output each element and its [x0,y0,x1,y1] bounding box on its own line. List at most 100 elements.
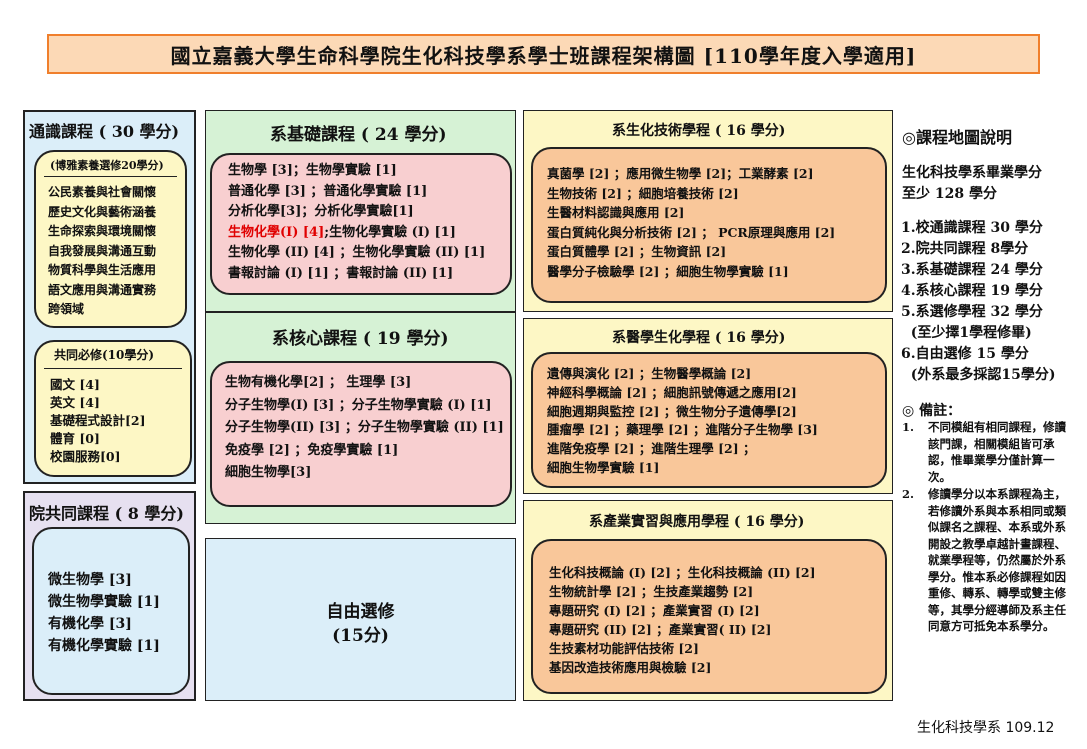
graduation-credits-value: 至少 128 學分 [902,186,997,202]
elective-box-title: (博雅素養選修20學分) [50,159,164,172]
list-item: 英文 [4] [50,395,100,410]
list-item: 有機化學 [3] [48,616,132,632]
notes-title: ◎ 備註： [902,403,962,419]
course-text: ;生物化學實驗 (I) [1] [324,224,456,240]
list-item: 神經科學概論 [2] ；細胞訊號傳遞之應用[2] [547,384,797,400]
list-item: 書報討論 (I) [1] ；書報討論 (II) [1] [228,265,454,281]
list-item: 生命探索與環境關懷 [48,224,157,238]
graduation-credits-label: 生化科技學系畢業學分 [902,165,1042,181]
list-item: 生醫材料認識與應用 [2] [547,205,685,220]
list-item: 生技素材功能評估技術 [2] [549,641,699,656]
industry-program-title: 系產業實習與應用學程 ( 16 學分) [589,514,805,530]
required-box-title: 共同必修(10學分) [54,348,155,362]
list-item: 細胞生物學[3] [225,465,312,480]
list-item: 專題研究 (II) [2] ；產業實習( II) [2] [549,622,772,637]
list-item: 醫學分子檢驗學 [2] ；細胞生物學實驗 [1] [547,263,789,279]
list-item: 2.院共同課程 8學分 [901,241,1029,257]
note-number: 1. [902,420,915,434]
list-item: 1.校通識課程 30 學分 [901,220,1043,236]
list-item: 分析化學[3]；分析化學實驗[1] [228,204,414,219]
list-item: 普通化學 [3] ；普通化學實驗 [1] [228,183,428,199]
college-common-title: 院共同課程 ( 8 學分) [29,504,184,523]
list-item: 國文 [4] [50,377,100,392]
list-item: 自我發展與溝通互動 [48,243,157,258]
list-item: 遺傳與演化 [2] ；生物醫學概論 [2] [547,366,752,381]
list-item: 免疫學 [2] ；免疫學實驗 [1] [225,442,399,458]
list-item: 3.系基礎課程 24 學分 [901,262,1043,278]
list-item: 分子生物學(II) [3] ；分子生物學實驗 (II) [1] [225,420,504,435]
core-course-list: 生物有機化學[2] ； 生理學 [3] 分子生物學(I) [3] ；分子生物學實… [225,372,504,485]
list-item: 校園服務[0] [50,449,121,464]
list-item: 進階免疫學 [2] ；進階生理學 [2] ； [547,441,756,457]
foundation-course-box: 生物學 [3]；生物學實驗 [1] 普通化學 [3] ；普通化學實驗 [1] 分… [210,153,512,295]
page-title: 國立嘉義大學生命科學院生化科技學系學士班課程架構圖 [110學年度入學適用] [47,34,1040,74]
medical-program-title: 系醫學生化學程 ( 16 學分) [612,330,786,346]
note-number: 2. [902,487,915,501]
foundation-title: 系基礎課程 ( 24 學分) [270,125,447,145]
required-list: 國文 [4] 英文 [4] 基礎程式設計[2] 體育 [0] 校園服務[0] [50,376,146,466]
general-education-title: 通識課程 ( 30 學分) [29,122,180,141]
list-item: 微生物學 [3] [48,572,132,588]
core-panel: 系核心課程 ( 19 學分) 生物有機化學[2] ； 生理學 [3] 分子生物學… [205,312,516,524]
list-item: 物質科學與生活應用 [48,263,157,277]
industry-program-panel: 系產業實習與應用學程 ( 16 學分) 生化科技概論 (I) [2] ；生化科技… [523,500,893,701]
list-item: 生物化學(I) [4];生物化學實驗 (I) [1] [228,223,485,244]
divider [44,368,182,369]
foundation-course-list: 生物學 [3]；生物學實驗 [1] 普通化學 [3] ；普通化學實驗 [1] 分… [228,161,485,284]
list-item: 歷史文化與藝術涵養 [48,204,157,219]
list-item: 腫瘤學 [2] ；藥理學 [2] ；進階分子生物學 [3] [547,422,818,438]
list-item: 基礎程式設計[2] [50,413,146,428]
highlight-course: 生物化學(I) [4] [228,224,325,240]
list-item: 6.自由選修 15 學分 [901,346,1029,362]
industry-course-box: 生化科技概論 (I) [2] ；生化科技概論 (II) [2] 生物統計學 [2… [531,539,887,694]
list-item: 基因改造技術應用與檢驗 [2] [549,660,712,675]
list-item: 分子生物學(I) [3] ；分子生物學實驗 (I) [1] [225,397,492,413]
divider [44,176,177,177]
list-item: 真菌學 [2] ；應用微生物學 [2]；工業酵素 [2] [547,166,814,181]
list-item: 公民素養與社會關懷 [48,185,157,199]
list-item: 細胞生物學實驗 [1] [547,459,660,475]
list-item: 生物化學 (II) [4] ；生物化學實驗 (II) [1] [228,245,486,260]
biotech-course-list: 真菌學 [2] ；應用微生物學 [2]；工業酵素 [2] 生物技術 [2] ；細… [547,164,835,281]
foundation-panel: 系基礎課程 ( 24 學分) 生物學 [3]；生物學實驗 [1] 普通化學 [3… [205,110,516,312]
general-education-panel: 通識課程 ( 30 學分) (博雅素養選修20學分) 公民素養與社會關懷 歷史文… [23,110,196,484]
note-2: 修讀學分以本系課程為主，若修讀外系與本系相同或類似課名之課程、本系或外系開設之教… [928,487,1066,633]
list-item: 蛋白質純化與分析技術 [2] ； PCR原理與應用 [2] [547,224,836,240]
list-item: 生化科技概論 (I) [2] ；生化科技概論 (II) [2] [549,565,816,580]
list-item: 4.系核心課程 19 學分 [901,283,1043,299]
core-title: 系核心課程 ( 19 學分) [272,329,449,349]
core-course-box: 生物有機化學[2] ； 生理學 [3] 分子生物學(I) [3] ；分子生物學實… [210,361,512,507]
list-item: 生物技術 [2] ；細胞培養技術 [2] [547,185,739,201]
list-item: 5.系選修學程 32 學分 [901,304,1043,320]
list-item: 跨領域 [48,302,85,316]
medical-course-list: 遺傳與演化 [2] ；生物醫學概論 [2] 神經科學概論 [2] ；細胞訊號傳遞… [547,365,818,478]
industry-course-list: 生化科技概論 (I) [2] ；生化科技概論 (II) [2] 生物統計學 [2… [549,563,816,677]
credit-breakdown-list: 1.校通識課程 30 學分 2.院共同課程 8學分 3.系基礎課程 24 學分 … [901,218,1055,386]
list-item: 體育 [0] [50,431,100,446]
footer-label: 生化科技學系 109.12 [917,720,1055,736]
list-item: 細胞週期與監控 [2] ；微生物分子遺傳學[2] [547,403,797,419]
list-item: 有機化學實驗 [1] [48,638,160,654]
list-item: 語文應用與溝通實務 [48,282,157,297]
list-item: 生物統計學 [2] ；生技產業趨勢 [2] [549,584,754,599]
college-course-list: 微生物學 [3] 微生物學實驗 [1] 有機化學 [3] 有機化學實驗 [1] [48,569,160,657]
biotech-program-panel: 系生化技術學程 ( 16 學分) 真菌學 [2] ；應用微生物學 [2]；工業酵… [523,110,893,312]
biotech-program-title: 系生化技術學程 ( 16 學分) [612,123,786,139]
medical-course-box: 遺傳與演化 [2] ；生物醫學概論 [2] 神經科學概論 [2] ；細胞訊號傳遞… [531,352,887,488]
list-item: 微生物學實驗 [1] [48,594,160,610]
list-item: 蛋白質體學 [2] ；生物資訊 [2] [547,244,727,259]
list-item: 專題研究 (I) [2] ；產業實習 (I) [2] [549,603,760,618]
elective-box: (博雅素養選修20學分) 公民素養與社會關懷 歷史文化與藝術涵養 生命探索與環境… [34,150,187,328]
elective-list: 公民素養與社會關懷 歷史文化與藝術涵養 生命探索與環境關懷 自我發展與溝通互動 … [48,183,156,320]
legend-title: ◎課程地圖說明 [902,128,1012,147]
required-box: 共同必修(10學分) 國文 [4] 英文 [4] 基礎程式設計[2] 體育 [0… [34,340,192,477]
college-common-panel: 院共同課程 ( 8 學分) 微生物學 [3] 微生物學實驗 [1] 有機化學 [… [23,491,196,701]
list-item: (至少擇1學程修畢) [901,325,1032,341]
free-elective-panel: 自由選修 (15分) [205,538,516,701]
college-course-box: 微生物學 [3] 微生物學實驗 [1] 有機化學 [3] 有機化學實驗 [1] [32,527,190,695]
medical-program-panel: 系醫學生化學程 ( 16 學分) 遺傳與演化 [2] ；生物醫學概論 [2] 神… [523,318,893,494]
biotech-course-box: 真菌學 [2] ；應用微生物學 [2]；工業酵素 [2] 生物技術 [2] ；細… [531,147,887,303]
list-item: (外系最多採認15學分) [901,367,1056,383]
free-elective-credits: (15分) [332,626,389,646]
note-1: 不同模組有相同課程，修讀該門課，相關模組皆可承認，惟畢業學分僅計算一次。 [928,420,1066,484]
